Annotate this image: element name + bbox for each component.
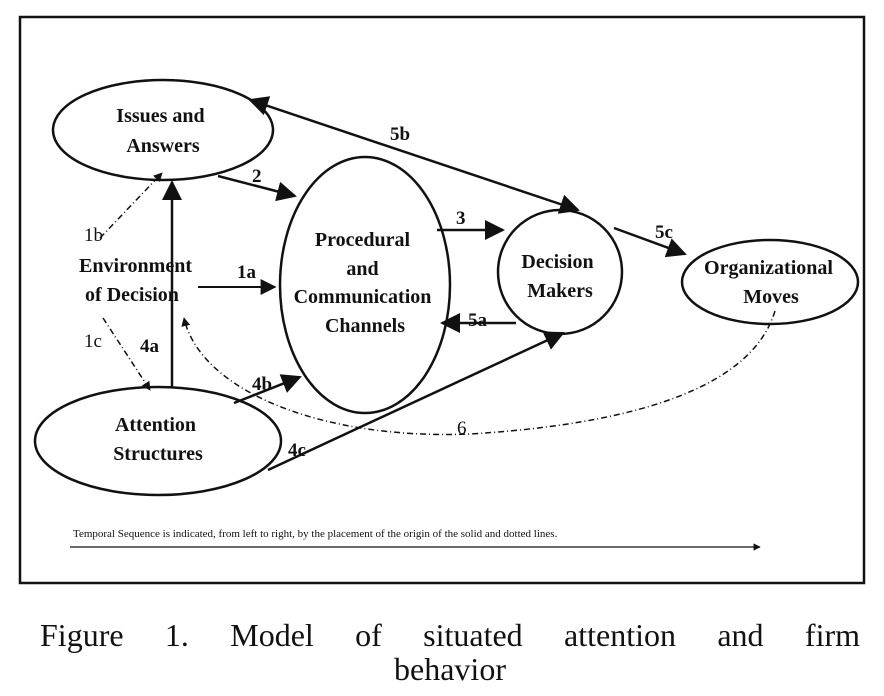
edge-label-5c: 5c (655, 222, 673, 243)
node-decision-label: Decision Makers (521, 251, 598, 302)
edge-label-5b: 5b (390, 124, 410, 145)
node-attention-label: Attention Structures (113, 414, 203, 465)
node-procedural-label: Procedural and Communication Channels (294, 229, 437, 337)
figure-caption-line-1: Figure 1. Model of situated attention an… (40, 617, 860, 653)
figure-caption-line-2: behavior (394, 651, 506, 687)
edge-label-2: 2 (252, 166, 262, 187)
edge-label-4a: 4a (140, 336, 160, 357)
edge-5b-line (248, 96, 580, 214)
edge-label-6: 6 (457, 418, 467, 439)
edge-label-1c: 1c (84, 331, 102, 352)
edge-label-1a: 1a (237, 262, 257, 283)
node-environment-label: Environment of Decision (79, 255, 197, 306)
edge-6-line (181, 310, 776, 436)
node-organizational-label: Organizational Moves (704, 257, 838, 308)
temporal-note: Temporal Sequence is indicated, from lef… (73, 528, 558, 540)
edge-label-3: 3 (456, 208, 466, 229)
edge-label-1b: 1b (84, 225, 103, 246)
node-attention-ellipse (33, 385, 283, 497)
node-issues-label: Issues and Answers (116, 105, 209, 157)
node-organizational-ellipse (680, 238, 860, 326)
edge-4b-line (233, 374, 302, 405)
edge-1c-line (102, 317, 151, 391)
edge-label-4b: 4b (252, 374, 272, 395)
node-issues-ellipse (51, 78, 275, 182)
edge-4c-line (267, 331, 565, 472)
edge-1b-line (99, 172, 163, 239)
edge-5c-line (613, 226, 687, 258)
figure-frame (18, 15, 866, 585)
node-procedural-ellipse (278, 155, 452, 415)
edge-label-5a: 5a (468, 310, 488, 331)
edge-label-4c: 4c (288, 440, 306, 461)
